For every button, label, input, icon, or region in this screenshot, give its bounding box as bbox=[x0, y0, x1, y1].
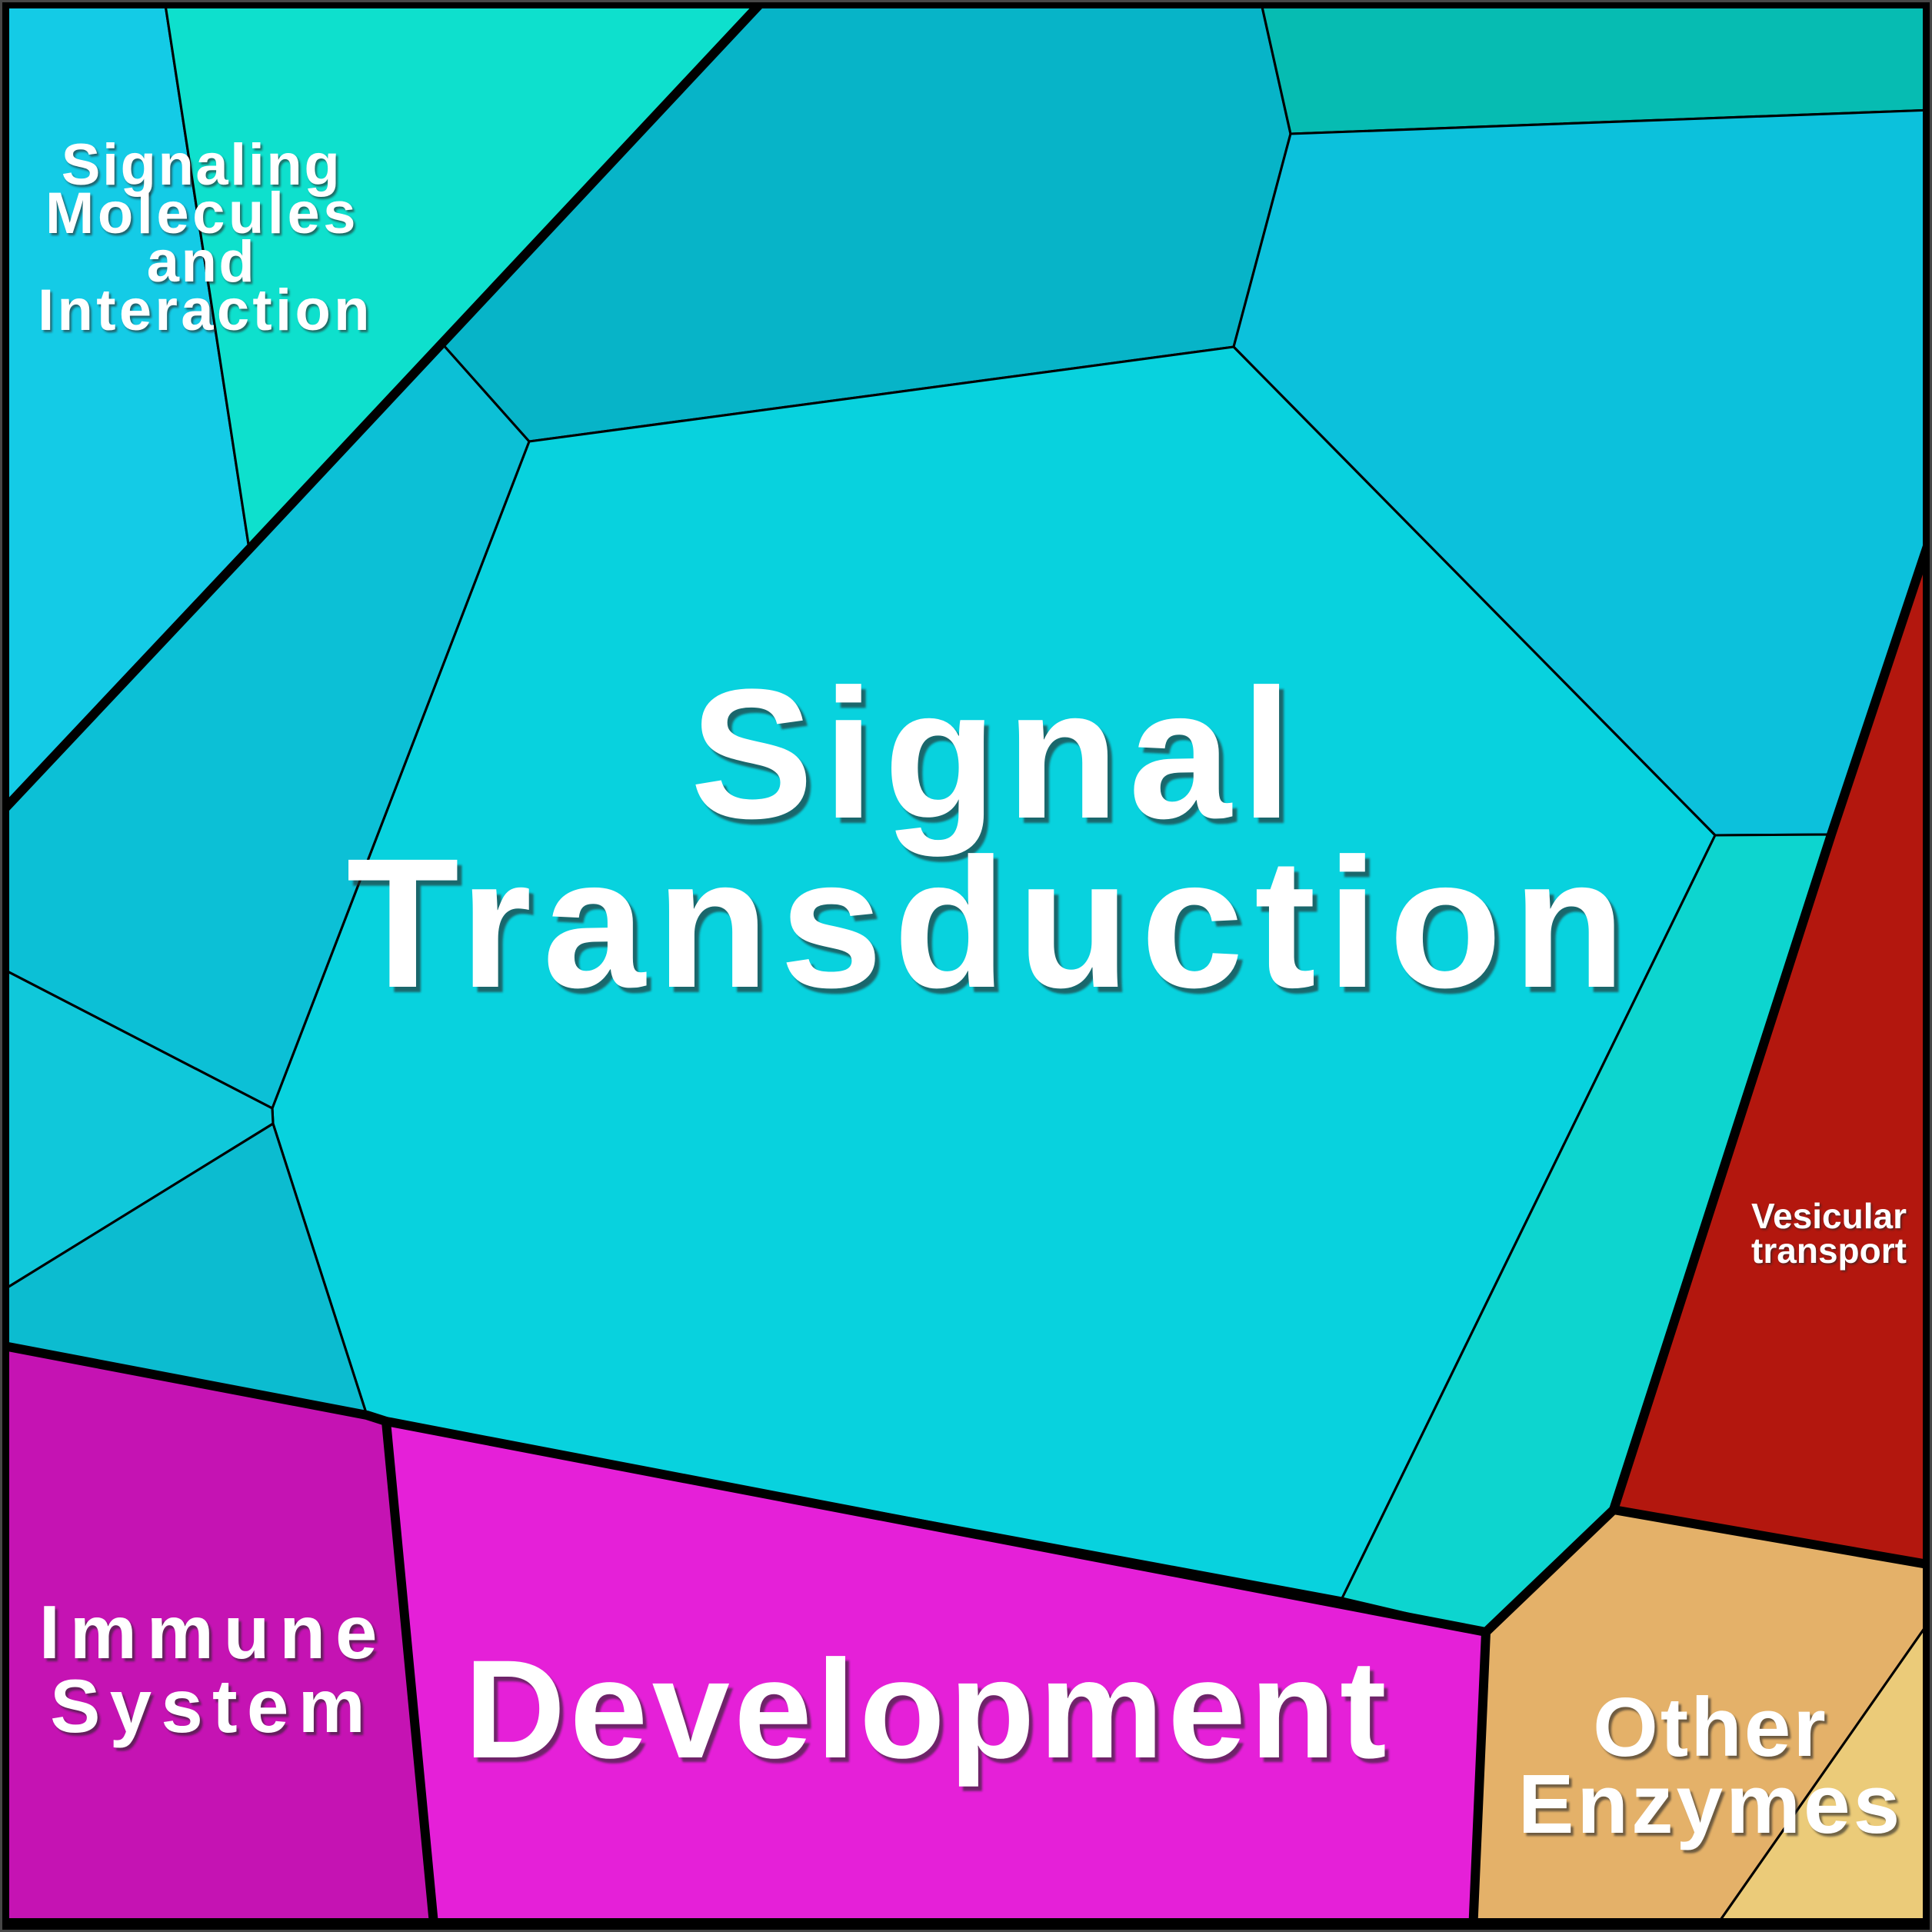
svg-text:Development: Development bbox=[468, 1635, 1394, 1792]
svg-text:Transduction: Transduction bbox=[351, 825, 1641, 1031]
svg-text:Interaction: Interaction bbox=[38, 278, 373, 343]
svg-text:transport: transport bbox=[1753, 1232, 1908, 1272]
svg-text:System: System bbox=[50, 1664, 375, 1748]
svg-text:Enzymes: Enzymes bbox=[1518, 1757, 1904, 1851]
svg-text:Signaling: Signaling bbox=[62, 132, 342, 198]
svg-text:Signal: Signal bbox=[695, 656, 1306, 862]
svg-text:Enzymes: Enzymes bbox=[1521, 1760, 1906, 1854]
svg-text:and: and bbox=[147, 229, 257, 295]
svg-text:Interaction: Interaction bbox=[40, 280, 375, 345]
svg-text:Development: Development bbox=[465, 1631, 1391, 1787]
svg-text:Other: Other bbox=[1596, 1684, 1831, 1777]
svg-text:Immune: Immune bbox=[39, 1590, 388, 1674]
svg-text:Immune: Immune bbox=[42, 1593, 390, 1677]
svg-text:Molecules: Molecules bbox=[45, 181, 359, 246]
svg-text:Vesicular: Vesicular bbox=[1753, 1198, 1908, 1237]
svg-text:Transduction: Transduction bbox=[346, 820, 1636, 1026]
svg-text:Other: Other bbox=[1593, 1681, 1828, 1774]
svg-text:System: System bbox=[53, 1667, 378, 1751]
svg-text:Signal: Signal bbox=[690, 651, 1301, 857]
svg-text:Signaling: Signaling bbox=[63, 135, 344, 200]
svg-text:Vesicular: Vesicular bbox=[1751, 1196, 1907, 1236]
svg-text:transport: transport bbox=[1751, 1231, 1907, 1271]
svg-text:Molecules: Molecules bbox=[48, 183, 361, 248]
svg-text:and: and bbox=[148, 232, 258, 297]
